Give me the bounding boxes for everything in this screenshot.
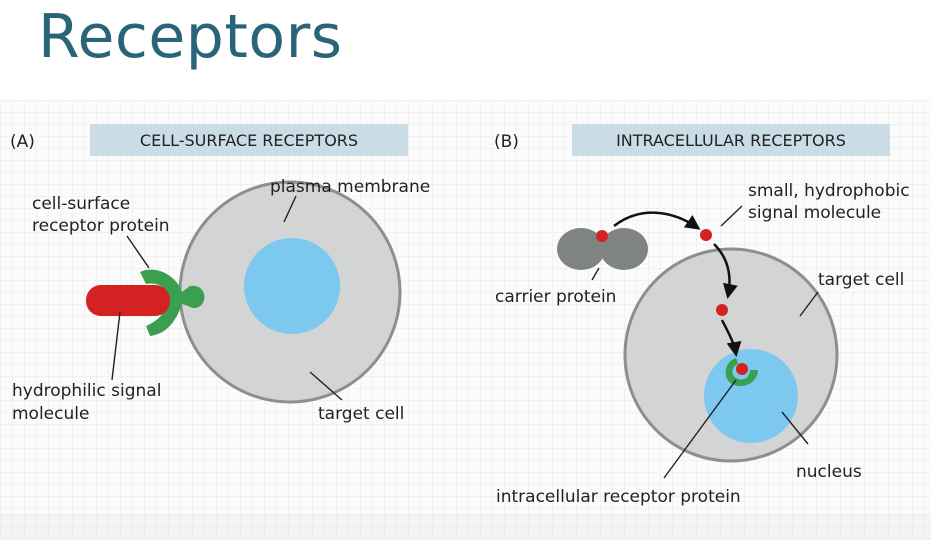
panel-a-header: CELL-SURFACE RECEPTORS (140, 131, 358, 150)
bottom-band (0, 514, 931, 540)
cell-surface-receptor (140, 269, 205, 336)
panel-b-tag: (B) (494, 132, 519, 152)
leader-intracellular-receptor (663, 379, 737, 479)
arrow-enter-cell (713, 243, 738, 299)
label-small-signal-1: small, hydrophobic (748, 181, 910, 201)
arrow-release (613, 211, 701, 230)
panel-a-header-bg (90, 124, 408, 156)
leader-nucleus (781, 411, 809, 445)
panel-b-header-bg (572, 124, 890, 156)
page-title: Receptors (38, 2, 343, 72)
intracellular-receptor (725, 358, 758, 387)
hydrophilic-signal-molecule (86, 285, 170, 316)
label-intracellular-receptor: intracellular receptor protein (496, 487, 741, 507)
panel-a-nucleus (244, 238, 340, 334)
label-small-signal-2: signal molecule (748, 203, 881, 223)
label-nucleus: nucleus (796, 462, 862, 482)
label-carrier-protein: carrier protein (495, 287, 616, 307)
panel-b-nucleus (704, 349, 798, 443)
cytoplasm-signal-molecule (716, 304, 728, 316)
label-plasma-membrane: plasma membrane (270, 177, 430, 197)
label-receptor-1: cell-surface (32, 194, 130, 214)
free-signal-molecule (700, 229, 712, 241)
leader-target-a (309, 371, 343, 401)
carrier-lobe-right (600, 228, 648, 270)
label-signal-1: hydrophilic signal (12, 381, 161, 401)
panel-a-tag: (A) (10, 132, 35, 152)
label-target-cell-a: target cell (318, 404, 404, 424)
receptor-bound-signal (736, 363, 748, 375)
leader-signal (111, 311, 121, 381)
label-target-cell-b: target cell (818, 270, 904, 290)
leader-carrier (591, 267, 600, 281)
leader-target-b (799, 291, 819, 317)
leader-membrane (283, 195, 297, 223)
label-receptor-2: receptor protein (32, 216, 170, 236)
bound-signal-molecule (596, 230, 608, 242)
leader-receptor (126, 235, 150, 269)
label-signal-2: molecule (12, 404, 89, 424)
leader-small-signal (720, 205, 743, 227)
arrow-to-receptor (720, 319, 742, 357)
panel-b-header: INTRACELLULAR RECEPTORS (616, 131, 846, 150)
carrier-bridge (590, 241, 616, 257)
carrier-lobe-left (557, 228, 605, 270)
